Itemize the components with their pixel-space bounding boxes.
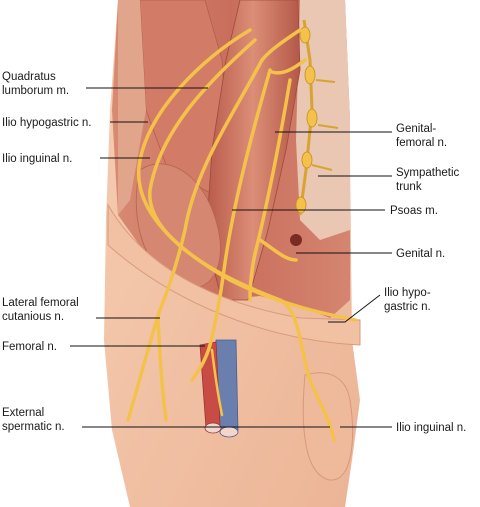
label-external-spermatic: External spermatic n. (2, 407, 65, 433)
nerves (126, 28, 357, 442)
label-lateral-femoral-cutaneous: Lateral femoral cutanious n. (2, 297, 82, 323)
label-ilioinguinal-left: Ilio inguinal n. (2, 153, 72, 165)
iliohypogastric-nerve (137, 28, 357, 322)
abdominal-wall-fold (107, 203, 361, 346)
scrotum (302, 372, 354, 481)
label-iliohypogastric-left: Ilio hypogastric n. (2, 117, 92, 129)
psoas-muscle (205, 0, 301, 301)
genital-foramen (290, 234, 302, 246)
label-quadratus-lumborum: Quadratus lumborum m. (2, 71, 69, 97)
label-genitofemoral: Genital- femoral n. (396, 123, 447, 149)
leader-lines (70, 87, 392, 428)
label-psoas: Psoas m. (390, 205, 438, 217)
rib-band (118, 0, 146, 215)
label-genital-nerve: Genital n. (396, 248, 445, 260)
genitofemoral-nerve (248, 78, 292, 302)
genital-nerve-branch (258, 238, 298, 262)
sympathetic-trunk (295, 19, 339, 216)
lateral-femoral-cutaneous-nerve (126, 58, 264, 422)
label-ilioinguinal-right: Ilio inguinal n. (396, 422, 466, 434)
ilioinguinal-nerve (148, 38, 336, 442)
vein-cut-end (219, 426, 239, 438)
artery-cut-end (204, 422, 222, 434)
iliacus-muscle (135, 163, 221, 289)
femoral-nerve (190, 68, 272, 382)
label-sympathetic-trunk: Sympathetic trunk (396, 167, 462, 193)
label-iliohypogastric-right: Ilio hypo- gastric n. (384, 287, 434, 313)
label-femoral-nerve: Femoral n. (2, 341, 57, 353)
